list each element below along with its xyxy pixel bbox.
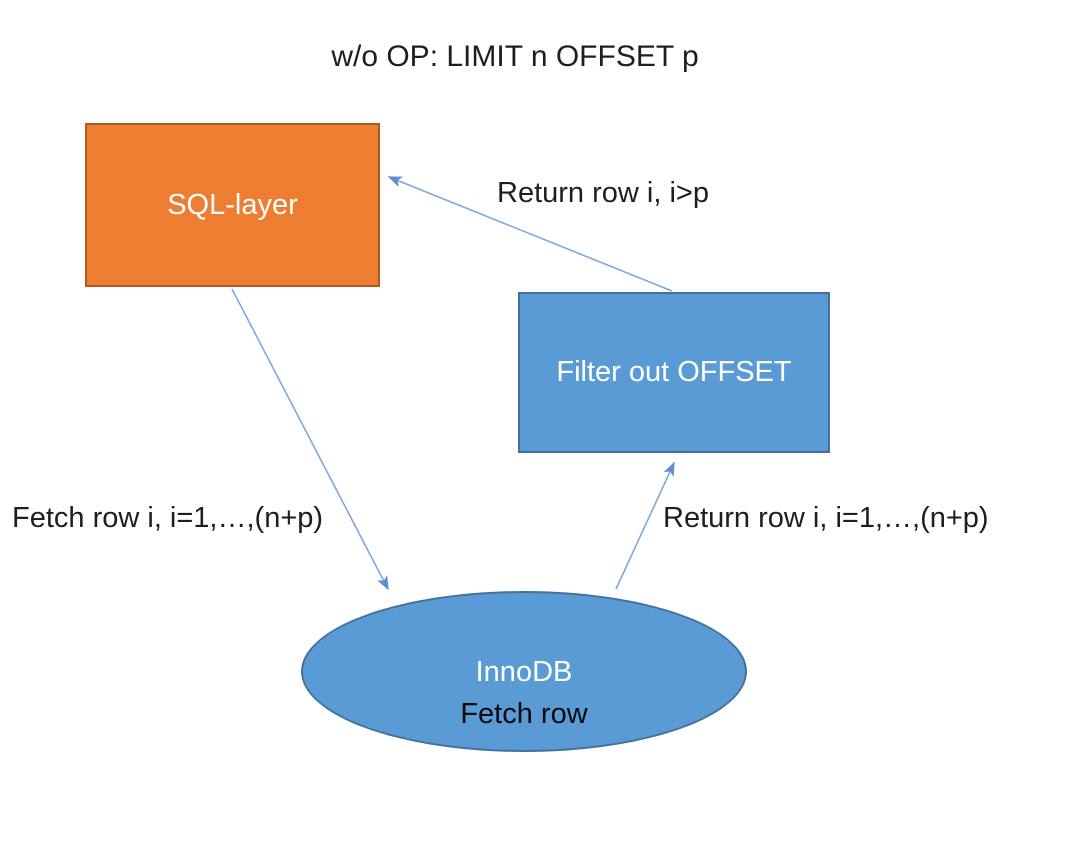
edge-label-return-row-np: Return row i, i=1,…,(n+p) (663, 502, 989, 534)
node-innodb-label-line1: InnoDB (475, 655, 573, 688)
node-innodb-label-line2: Fetch row (460, 697, 588, 730)
node-innodb: InnoDB Fetch row (301, 591, 747, 752)
edge-label-fetch-row: Fetch row i, i=1,…,(n+p) (12, 502, 324, 534)
node-innodb-text: InnoDB Fetch row (460, 651, 587, 735)
node-sql-layer-label: SQL-layer (167, 188, 298, 221)
node-filter-out-offset: Filter out OFFSET (518, 292, 830, 453)
node-sql-layer: SQL-layer (85, 123, 380, 287)
edge-label-return-row-gt-p: Return row i, i>p (497, 177, 709, 209)
arrow-fetch-down (231, 288, 389, 591)
node-filter-out-offset-label: Filter out OFFSET (556, 356, 792, 388)
diagram-title: w/o OP: LIMIT n OFFSET p (331, 40, 699, 73)
